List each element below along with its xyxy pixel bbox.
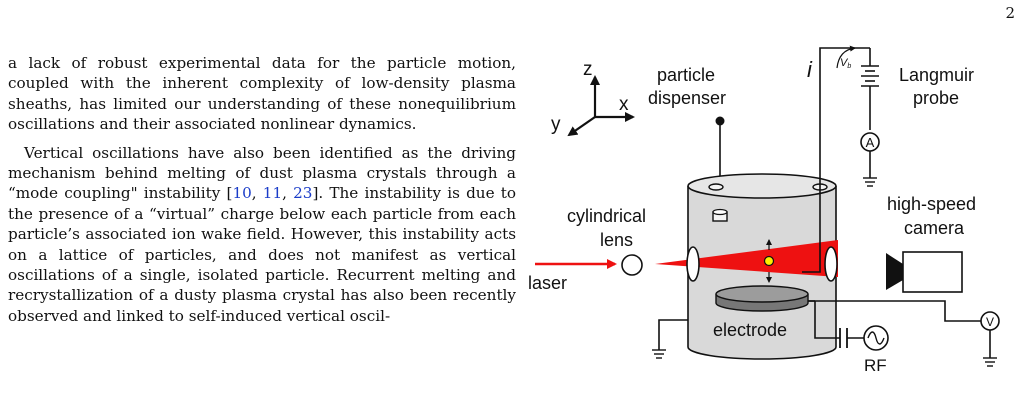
x-axis-label: x	[619, 94, 629, 115]
ammeter-label: A	[866, 135, 875, 150]
svg-text:particle: particle	[657, 65, 715, 85]
y-axis-label: y	[551, 114, 561, 135]
dispenser-port	[708, 183, 724, 191]
citation-link[interactable]: 23	[293, 184, 313, 203]
dispenser-knob	[715, 116, 725, 126]
svg-text:probe: probe	[913, 88, 959, 108]
window-left	[686, 246, 700, 282]
svg-text:lens: lens	[600, 230, 633, 250]
svg-text:dispenser: dispenser	[648, 88, 726, 108]
svg-text:high-speed: high-speed	[887, 194, 976, 214]
page-number: 2	[1005, 4, 1015, 22]
langmuir-probe-label: Langmuir probe	[899, 65, 974, 108]
current-arrow	[836, 45, 856, 69]
electrode-voltmeter-circuit	[808, 300, 1000, 367]
coordinate-axes: z x y	[551, 59, 635, 137]
dust-particle	[763, 255, 775, 267]
bias-voltage-label: Vb	[840, 57, 851, 70]
bias-battery	[861, 48, 879, 130]
svg-text:cylindrical: cylindrical	[567, 206, 646, 226]
laser-sheet	[655, 240, 838, 277]
electrode	[715, 285, 809, 312]
svg-text:Langmuir: Langmuir	[899, 65, 974, 85]
rf-label: RF	[864, 356, 887, 375]
ground-symbol	[863, 177, 877, 187]
high-speed-camera-label: high-speed camera	[887, 194, 976, 238]
cylindrical-lens-shape	[621, 254, 643, 276]
z-axis-label: z	[583, 59, 593, 80]
particle-dispenser-label: particle dispenser	[648, 65, 726, 108]
electrode-label-bg	[711, 315, 821, 345]
chamber-ground	[652, 319, 688, 359]
citation-link[interactable]: 10	[232, 184, 252, 203]
camera-icon	[886, 251, 963, 293]
dispenser-head	[712, 208, 728, 222]
citation-link[interactable]: 11	[262, 184, 283, 203]
window-right	[824, 246, 838, 282]
voltmeter-label: V	[986, 315, 994, 329]
body-text-column: a lack of robust experimental data for t…	[8, 53, 516, 326]
paragraph-1: a lack of robust experimental data for t…	[8, 54, 516, 134]
electrode-label: electrode	[713, 320, 787, 340]
experimental-setup-diagram: z x y particle dispenser i	[528, 45, 1000, 375]
current-label: i	[807, 57, 813, 82]
cylindrical-lens-label: cylindrical lens	[567, 206, 646, 250]
laser-label: laser	[528, 273, 567, 293]
y-axis-arrow	[567, 116, 596, 137]
paragraph-2: Vertical oscillations have also been ide…	[8, 143, 516, 325]
svg-text:camera: camera	[904, 218, 965, 238]
